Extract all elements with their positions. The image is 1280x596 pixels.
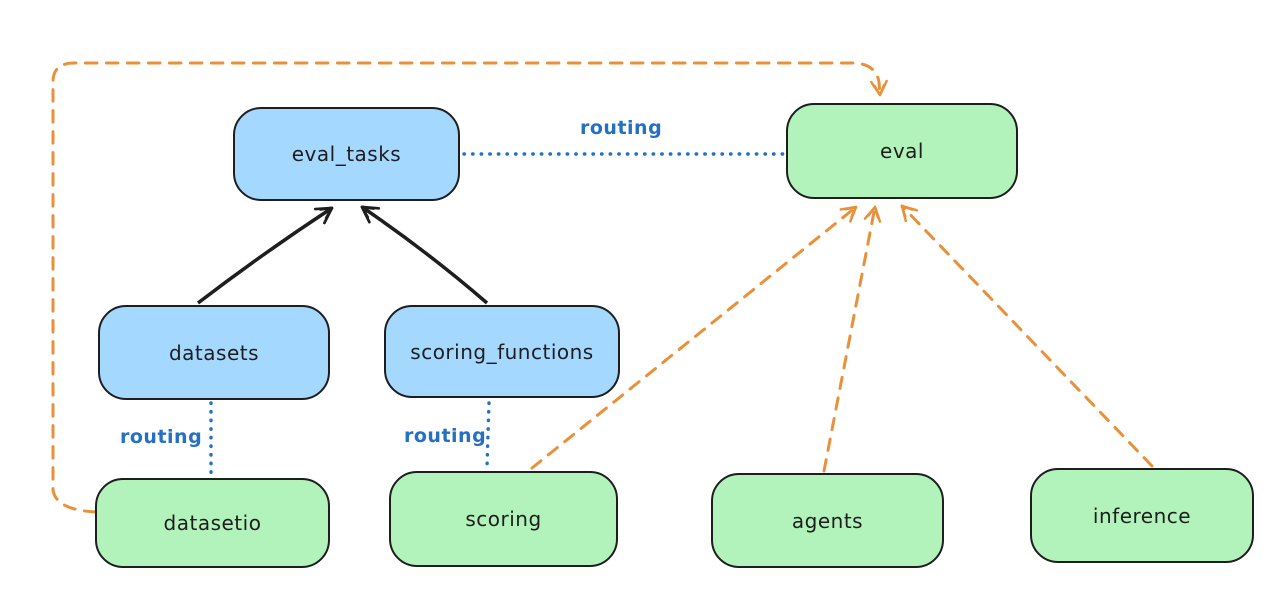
edge-label-routing-eval-tasks-eval: routing xyxy=(580,117,663,139)
edge-datasets-to-eval-tasks xyxy=(196,206,334,305)
node-datasets-label: datasets xyxy=(168,340,260,365)
edge-inference-to-eval xyxy=(900,204,1154,468)
edge-agents-to-eval xyxy=(822,205,882,473)
node-agents-label: agents xyxy=(791,508,864,533)
node-eval-tasks-label: eval_tasks xyxy=(291,142,402,166)
edge-scoring-to-eval xyxy=(530,205,858,470)
node-eval-label: eval xyxy=(880,139,924,163)
node-scoring: scoring xyxy=(389,471,618,567)
node-eval-tasks: eval_tasks xyxy=(233,107,460,201)
node-inference-label: inference xyxy=(1092,503,1192,528)
node-datasets: datasets xyxy=(98,305,330,400)
edge-label-routing-datasets-datasetio: routing xyxy=(120,426,203,448)
node-inference: inference xyxy=(1030,468,1254,563)
node-eval: eval xyxy=(786,103,1018,199)
edge-scoring-functions-to-scoring-routing xyxy=(485,401,491,469)
node-datasetio: datasetio xyxy=(95,478,330,568)
edge-scoring-functions-to-eval-tasks xyxy=(360,205,489,305)
edge-datasetio-to-eval xyxy=(51,61,888,514)
node-scoring-label: scoring xyxy=(465,507,542,531)
node-agents: agents xyxy=(711,473,944,568)
node-scoring-functions-label: scoring_functions xyxy=(410,339,594,364)
edge-label-routing-scoring-functions-scoring: routing xyxy=(404,425,487,447)
node-scoring-functions: scoring_functions xyxy=(384,305,620,398)
node-datasetio-label: datasetio xyxy=(163,511,262,535)
